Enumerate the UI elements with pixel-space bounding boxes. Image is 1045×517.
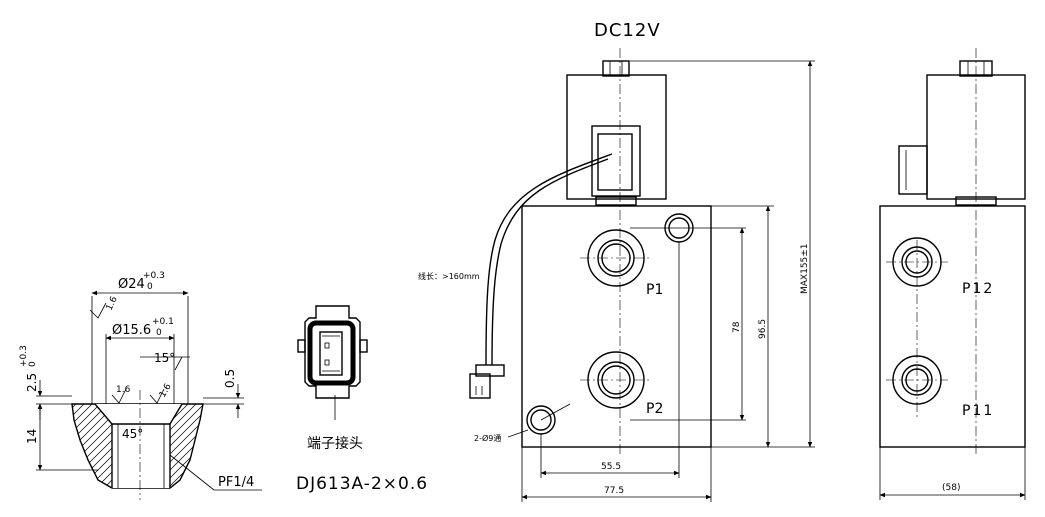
section-hatch-line — [72, 404, 73, 488]
chamfer-depth: 0.5 — [223, 369, 237, 388]
roughness-symbol-right — [149, 388, 165, 404]
section-hatch-line — [72, 404, 97, 488]
connector-housing — [591, 125, 641, 197]
roughness-symbol-left — [111, 388, 127, 404]
roughness-left: 1.6 — [116, 385, 131, 395]
side-valve-body — [879, 205, 1026, 448]
wire-length: 线长：>160mm — [418, 271, 480, 281]
section-hatch-line — [0, 400, 64, 500]
section-hatch-line — [72, 404, 113, 488]
dim-body-width: 77.5 — [604, 486, 624, 496]
valve-body — [521, 205, 712, 448]
port-p12 — [886, 237, 948, 287]
section-hatch-line — [72, 404, 89, 488]
coil-nut — [602, 60, 630, 77]
connector-caption: 端子接头 — [307, 435, 363, 452]
connector-view: 端子接头 DJ613A-2×0.6 — [296, 305, 428, 494]
side-connector — [898, 145, 928, 195]
dim-outer-dia: Ø24 — [118, 277, 145, 292]
depth-tol-upper: +0.3 — [19, 345, 29, 367]
dim-outer-tol-upper: +0.3 — [143, 271, 165, 281]
dim-height-total: MAX155±1 — [800, 243, 810, 294]
front-view: DC12V 线长：>160mm P1 — [418, 20, 815, 502]
depth-tol-lower: 0 — [28, 361, 38, 367]
dim-inner-tol-lower: 0 — [156, 328, 162, 338]
depth-main: 2.5 — [25, 373, 39, 392]
dim-port-spacing: 78 — [732, 321, 742, 333]
voltage-label: DC12V — [594, 20, 661, 41]
section-hatch-line — [0, 400, 40, 500]
port-p1-label: P1 — [646, 282, 663, 298]
dim-outer-tol-lower: 0 — [147, 282, 153, 292]
section-hatch-line — [155, 404, 203, 488]
section-height: 14 — [25, 429, 39, 444]
solenoid-coil — [566, 74, 667, 200]
section-hatch-line — [72, 404, 121, 488]
section-hatch-line — [0, 400, 48, 500]
port-p11-label: P11 — [962, 403, 994, 419]
dim-body-height: 96.5 — [758, 319, 768, 339]
port-p2-label: P2 — [646, 401, 663, 417]
section-hatch-line — [0, 400, 56, 500]
side-view: P12 P11 (58) — [879, 48, 1026, 500]
roughness-right: 1.6 — [158, 382, 174, 400]
section-hatch-line — [72, 404, 105, 488]
roughness-symbol-top — [89, 302, 107, 319]
angle-chamfer: 45° — [122, 427, 143, 441]
mount-holes: 2-Ø9通 — [474, 433, 501, 443]
lead-wire — [485, 153, 613, 366]
thread-spec: PF1/4 — [218, 475, 254, 490]
port-p1 — [580, 229, 652, 287]
port-p12-label: P12 — [962, 281, 994, 297]
side-dim-width: (58) — [942, 483, 960, 493]
port-p11 — [886, 355, 948, 405]
port-p2 — [580, 351, 652, 409]
roughness-top: 1.6 — [105, 295, 120, 312]
dim-inner-dia: Ø15.6 — [112, 323, 151, 338]
dim-port-offset: 55.5 — [601, 462, 621, 472]
angle-small: 15° — [154, 351, 175, 365]
dim-inner-tol-upper: +0.1 — [152, 317, 174, 327]
connector-model: DJ613A-2×0.6 — [296, 474, 428, 494]
